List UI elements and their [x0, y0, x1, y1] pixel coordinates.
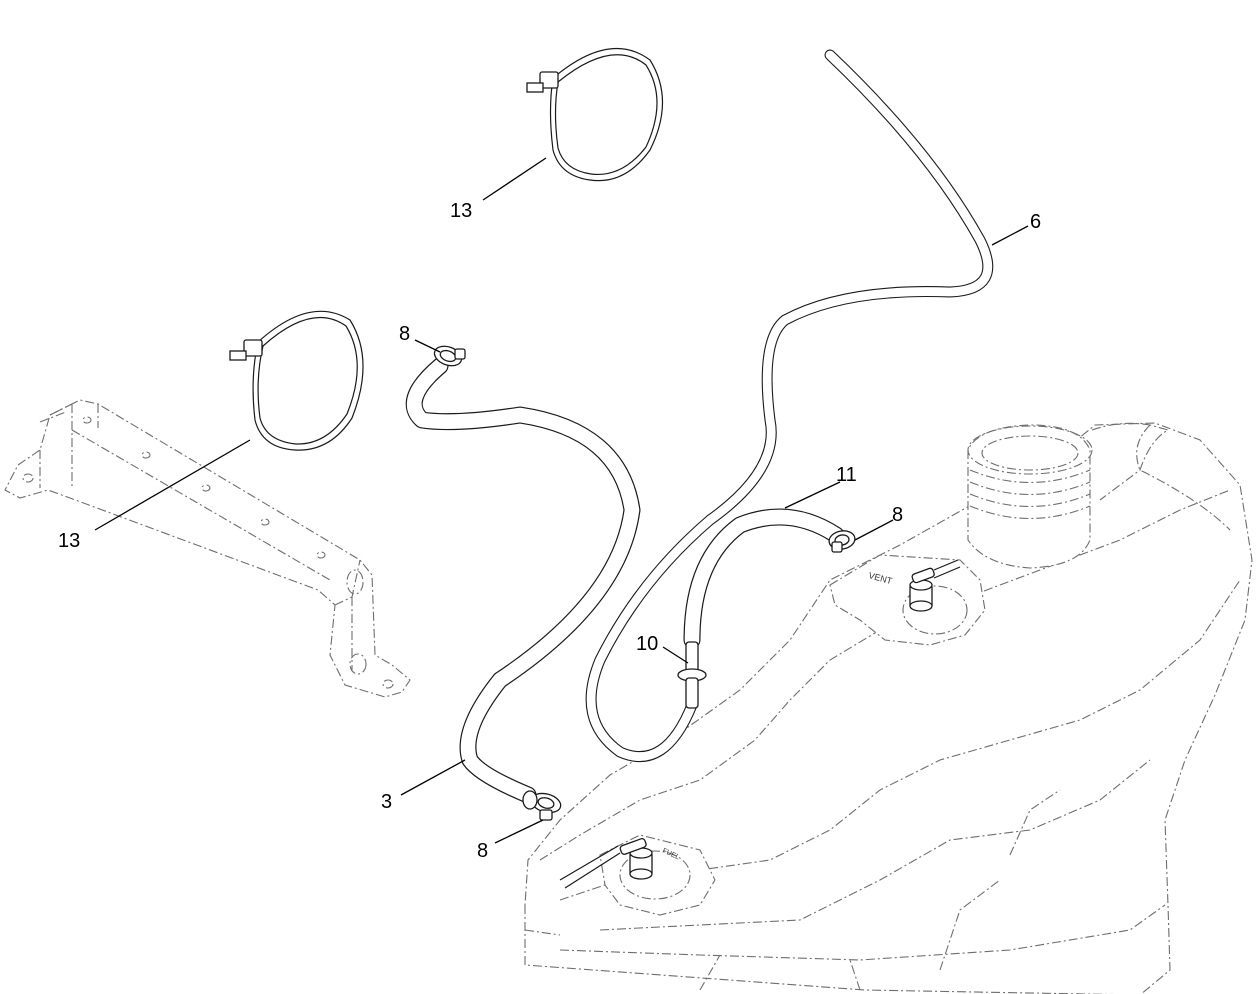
fuel-hose-long [405, 357, 641, 804]
vent-hose [585, 49, 994, 762]
callout-6: 6 [1030, 211, 1041, 233]
hose-clamp-top [433, 345, 466, 367]
callout-8-top: 8 [399, 323, 410, 345]
callout-8-bottom: 8 [477, 840, 488, 862]
callout-3: 3 [381, 791, 392, 813]
callout-8-right: 8 [892, 504, 903, 526]
fuel-tank: VENT FUEL [524, 422, 1253, 994]
hose-clamp-right [828, 530, 856, 553]
callout-11: 11 [836, 464, 857, 486]
cable-tie-top [526, 47, 664, 182]
callout-13-top: 13 [450, 200, 472, 222]
hose-clamp-bottom [522, 790, 562, 821]
inline-valve [677, 641, 707, 709]
callout-13-left: 13 [58, 530, 80, 552]
fuel-fitting [559, 837, 653, 889]
cable-tie-left [229, 310, 364, 451]
vent-fitting [909, 559, 961, 612]
callout-10: 10 [636, 633, 658, 655]
fuel-hose-short [683, 508, 845, 649]
mounting-bracket [4, 399, 411, 698]
leader-lines [94, 157, 1029, 844]
